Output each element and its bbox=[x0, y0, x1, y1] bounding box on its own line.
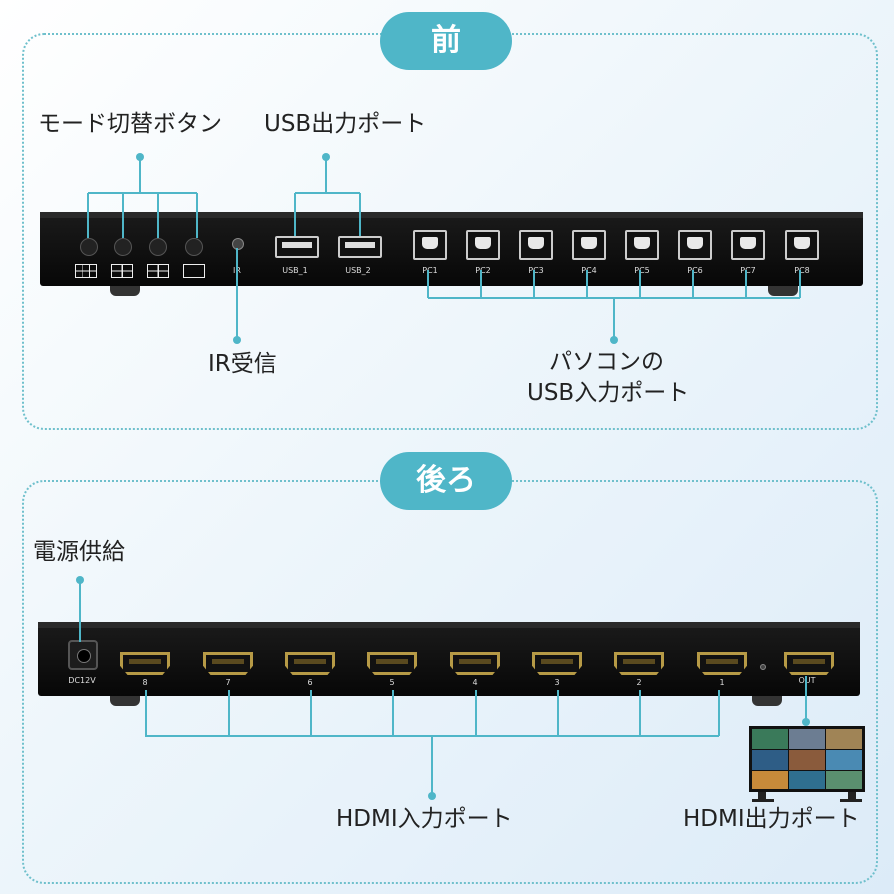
pc-usb-input-port-6-label: PC6 bbox=[687, 266, 703, 275]
back-title: 後ろ bbox=[380, 452, 512, 510]
usb-output-label: USB出力ポート bbox=[264, 111, 427, 137]
pc-usb-input-port-5-label: PC5 bbox=[634, 266, 650, 275]
hdmi-input-label: HDMI入力ポート bbox=[336, 806, 513, 832]
hdmi-input-port-2[interactable] bbox=[614, 652, 664, 675]
pc-usb-input-port-7[interactable] bbox=[731, 230, 765, 260]
usb-output-port-1-label: USB_1 bbox=[282, 266, 308, 275]
pc-usb-input-port-6[interactable] bbox=[678, 230, 712, 260]
pc-usb-input-port-8[interactable] bbox=[785, 230, 819, 260]
grid-4-icon bbox=[111, 264, 133, 278]
pc-usb-label-line2: USB入力ポート bbox=[527, 380, 690, 406]
hdmi-output-port[interactable] bbox=[784, 652, 834, 675]
pc-usb-input-port-4-label: PC4 bbox=[581, 266, 597, 275]
usb-output-port-2-label: USB_2 bbox=[345, 266, 371, 275]
hdmi-input-port-7[interactable] bbox=[203, 652, 253, 675]
pc-usb-input-port-4[interactable] bbox=[572, 230, 606, 260]
ir-receiver-label: IR受信 bbox=[208, 351, 277, 377]
mode-button-2[interactable] bbox=[114, 238, 132, 256]
hdmi-input-port-6-label: 6 bbox=[307, 678, 313, 687]
pc-usb-input-port-3-label: PC3 bbox=[528, 266, 544, 275]
pc-usb-label-line1: パソコンの bbox=[549, 349, 664, 375]
pc-usb-input-port-8-label: PC8 bbox=[794, 266, 810, 275]
hdmi-input-port-5[interactable] bbox=[367, 652, 417, 675]
pc-usb-input-port-1[interactable] bbox=[413, 230, 447, 260]
device-top-edge-back bbox=[38, 622, 860, 628]
hdmi-input-port-8-label: 8 bbox=[142, 678, 148, 687]
hdmi-input-port-8[interactable] bbox=[120, 652, 170, 675]
pc-usb-input-port-2[interactable] bbox=[466, 230, 500, 260]
monitor-icon bbox=[748, 725, 866, 805]
hdmi-output-label: HDMI出力ポート bbox=[683, 806, 860, 832]
hdmi-input-port-2-label: 2 bbox=[636, 678, 642, 687]
front-foot-right bbox=[768, 286, 798, 296]
front-title: 前 bbox=[380, 12, 512, 70]
pc-usb-input-port-3[interactable] bbox=[519, 230, 553, 260]
hdmi-input-port-3-label: 3 bbox=[554, 678, 560, 687]
mode-button-1[interactable] bbox=[80, 238, 98, 256]
status-led bbox=[760, 664, 766, 670]
front-foot-left bbox=[110, 286, 140, 296]
mode-buttons-label: モード切替ボタン bbox=[38, 111, 222, 137]
single-screen-icon bbox=[183, 264, 205, 278]
power-supply-label: 電源供給 bbox=[33, 539, 125, 565]
back-foot-left bbox=[110, 696, 140, 706]
pc-usb-input-port-2-label: PC2 bbox=[475, 266, 491, 275]
usb-output-port-2[interactable] bbox=[338, 236, 382, 258]
hdmi-input-port-4-label: 4 bbox=[472, 678, 478, 687]
mode-button-4[interactable] bbox=[185, 238, 203, 256]
pc-usb-input-port-5[interactable] bbox=[625, 230, 659, 260]
grid-3-icon bbox=[147, 264, 169, 278]
hdmi-input-port-4[interactable] bbox=[450, 652, 500, 675]
hdmi-input-port-3[interactable] bbox=[532, 652, 582, 675]
hdmi-input-port-5-label: 5 bbox=[389, 678, 395, 687]
grid-9-icon bbox=[75, 264, 97, 278]
hdmi-input-port-1-label: 1 bbox=[719, 678, 725, 687]
dc-jack-label: DC12V bbox=[68, 676, 96, 685]
usb-output-port-1[interactable] bbox=[275, 236, 319, 258]
dc-power-jack[interactable] bbox=[68, 640, 98, 670]
hdmi-input-port-7-label: 7 bbox=[225, 678, 231, 687]
pc-usb-input-port-1-label: PC1 bbox=[422, 266, 438, 275]
hdmi-input-port-1[interactable] bbox=[697, 652, 747, 675]
pc-usb-input-port-7-label: PC7 bbox=[740, 266, 756, 275]
mode-button-3[interactable] bbox=[149, 238, 167, 256]
back-foot-right bbox=[752, 696, 782, 706]
hdmi-input-port-6[interactable] bbox=[285, 652, 335, 675]
device-top-edge bbox=[40, 212, 863, 218]
